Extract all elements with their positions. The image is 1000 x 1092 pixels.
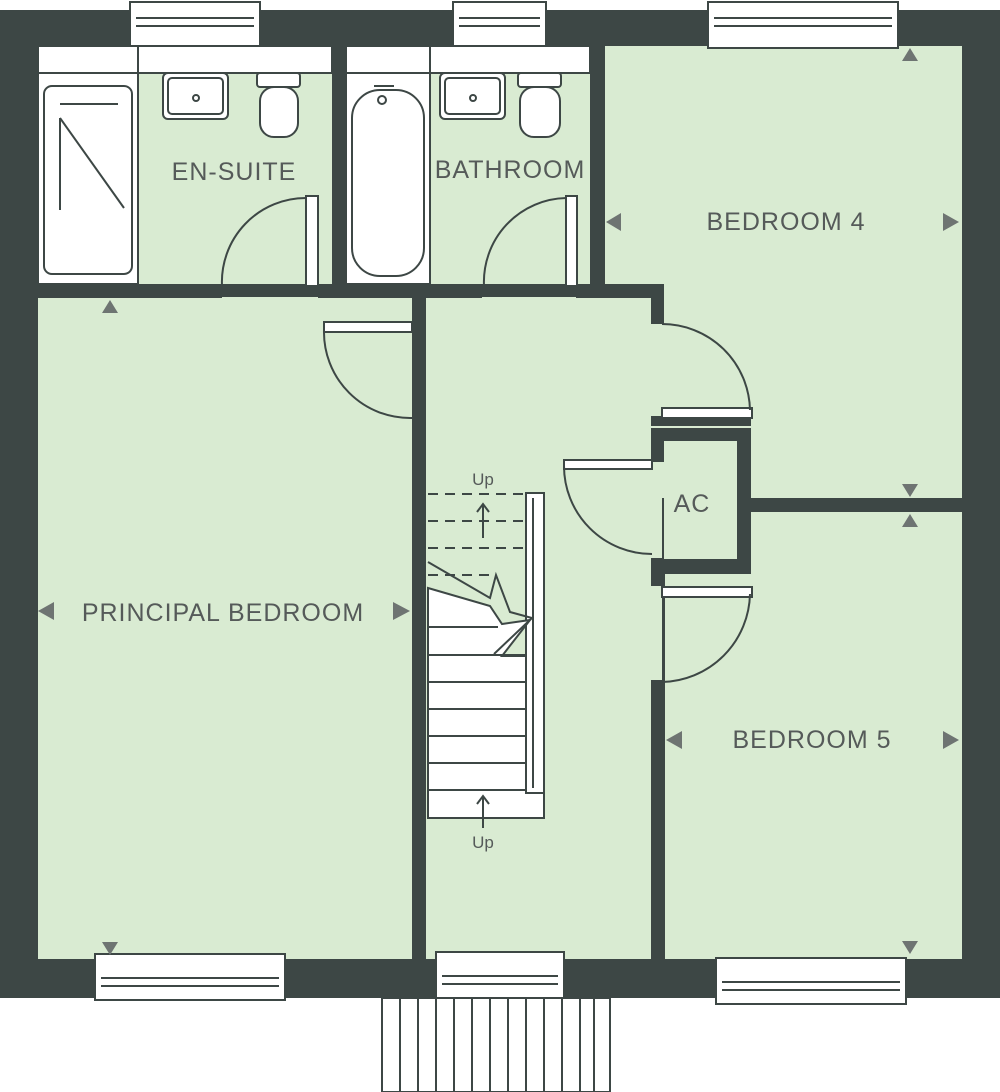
room-label-principal-bedroom: PRINCIPAL BEDROOM bbox=[82, 599, 364, 627]
triangle-marker-icon bbox=[902, 484, 918, 497]
triangle-marker-icon bbox=[102, 942, 118, 955]
staircase bbox=[427, 492, 545, 819]
wall-landing-stub bbox=[412, 296, 426, 326]
window-icon bbox=[707, 1, 899, 49]
floor-principal-bedroom bbox=[38, 297, 412, 959]
toilet-icon bbox=[256, 72, 301, 138]
wall-ensuite-bath-divider bbox=[332, 46, 346, 298]
arrow-up-icon bbox=[476, 794, 490, 828]
window-icon bbox=[129, 1, 261, 49]
wall-landing-bed5 bbox=[651, 680, 665, 959]
room-label-bathroom: BATHROOM bbox=[435, 156, 586, 184]
windows bbox=[94, 1, 907, 1005]
window-icon bbox=[715, 957, 907, 1005]
basin-icon bbox=[162, 72, 229, 120]
triangle-marker-icon bbox=[393, 602, 410, 620]
wall-bed4-bed5 bbox=[751, 498, 962, 512]
stair-up-label-top: Up bbox=[472, 470, 494, 489]
room-label-bedroom-4: BEDROOM 4 bbox=[706, 208, 865, 236]
wall-principal-landing bbox=[412, 418, 426, 959]
triangle-marker-icon bbox=[943, 731, 959, 749]
floor-landing-upper bbox=[426, 297, 656, 427]
basin-icon bbox=[439, 72, 506, 120]
door-swing-icon bbox=[482, 195, 578, 287]
triangle-marker-icon bbox=[606, 213, 621, 231]
wall-ac-outer-top bbox=[651, 428, 751, 441]
triangle-marker-icon bbox=[902, 941, 918, 954]
arrow-up-icon bbox=[476, 502, 490, 538]
window-icon bbox=[452, 1, 547, 49]
interior-walls bbox=[38, 46, 962, 959]
room-label-ensuite: EN-SUITE bbox=[172, 158, 297, 186]
door-swing-icon bbox=[322, 321, 413, 420]
room-label-bedroom-5: BEDROOM 5 bbox=[732, 726, 891, 754]
wall-landing-top-right bbox=[576, 284, 662, 298]
wall-landing-bed4-upper bbox=[651, 284, 664, 324]
triangle-marker-icon bbox=[902, 514, 918, 527]
toilet-icon bbox=[517, 72, 562, 138]
door-swing-icon bbox=[220, 195, 319, 287]
door-swing-icon bbox=[661, 323, 753, 419]
room-label-ac: AC bbox=[674, 490, 711, 518]
wall-ac-right bbox=[737, 428, 751, 574]
bathtub-icon bbox=[345, 72, 431, 285]
triangle-marker-icon bbox=[102, 300, 118, 313]
door-swing-icon bbox=[563, 459, 653, 555]
window-icon bbox=[94, 953, 286, 1001]
wet-room-sills bbox=[37, 45, 591, 74]
shower-icon bbox=[37, 72, 139, 285]
wall-ac-left-top bbox=[651, 428, 664, 462]
wall-principal-top-left bbox=[38, 284, 222, 298]
triangle-marker-icon bbox=[666, 731, 682, 749]
triangle-marker-icon bbox=[902, 48, 918, 61]
dimension-markers bbox=[38, 48, 959, 955]
stair-up-label-bottom: Up bbox=[472, 833, 494, 852]
stair-handrail bbox=[525, 492, 545, 794]
wall-ac-top bbox=[651, 416, 751, 426]
wall-bath-bed4-divider bbox=[590, 46, 605, 298]
triangle-marker-icon bbox=[38, 602, 54, 620]
wall-ac-bottom bbox=[651, 559, 751, 574]
porch-step bbox=[381, 997, 611, 1092]
door-swing-icon bbox=[661, 586, 753, 683]
wall-principal-top-mid bbox=[318, 284, 482, 298]
triangle-marker-icon bbox=[943, 213, 959, 231]
window-icon bbox=[435, 951, 565, 999]
